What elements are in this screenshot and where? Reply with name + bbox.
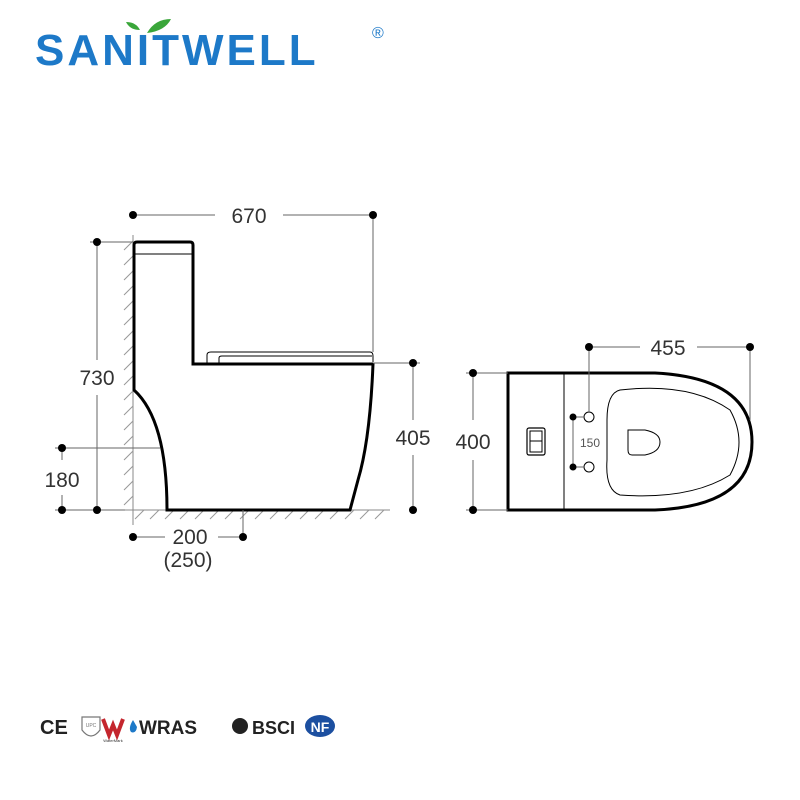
seat-outline [606,387,740,497]
cert-upc: UPC [81,716,101,737]
top-view [466,343,754,514]
cert-nf: NF [305,715,335,737]
brand-logo: SANITWELL ® [35,19,384,75]
dim-overall-height: 730 [79,367,114,390]
dim-seat-hole-spacing: 150 [580,436,600,450]
flush-button-icon [526,427,546,456]
wall-hatch [123,240,385,520]
side-view [55,211,420,541]
svg-text:WaterMark: WaterMark [103,738,122,743]
dim-rough-in: 200 [172,526,207,549]
seat-hole [583,411,595,423]
dim-outlet-height: 180 [44,469,79,492]
svg-text:NF: NF [311,719,330,735]
dim-rough-in-alt: (250) [163,549,212,572]
cert-wras: WRAS [139,718,197,739]
certification-logos: CE UPC WaterMark WRAS BSCI NF [40,715,335,743]
svg-text:UPC: UPC [86,723,97,729]
bowl-opening [627,429,661,456]
dim-width: 400 [455,431,490,454]
dim-bowl-length: 455 [650,337,685,360]
registered-mark: ® [372,25,384,42]
toilet-top-outline [506,371,754,512]
dim-seat-height: 405 [395,427,430,450]
dimension-dots [58,211,417,541]
cert-ce: CE [40,717,68,739]
leaf-icon [147,19,171,33]
seat-lid [206,351,374,363]
water-drop-icon [129,720,137,733]
leaf-small-icon [126,22,140,30]
seat-hole [583,461,595,473]
globe-icon [232,718,248,734]
cert-bsci: BSCI [252,718,295,738]
toilet-side-outline [132,240,375,512]
dim-overall-length: 670 [231,205,266,228]
cert-watermark: WaterMark [101,718,125,743]
brand-name: SANITWELL [35,26,319,75]
